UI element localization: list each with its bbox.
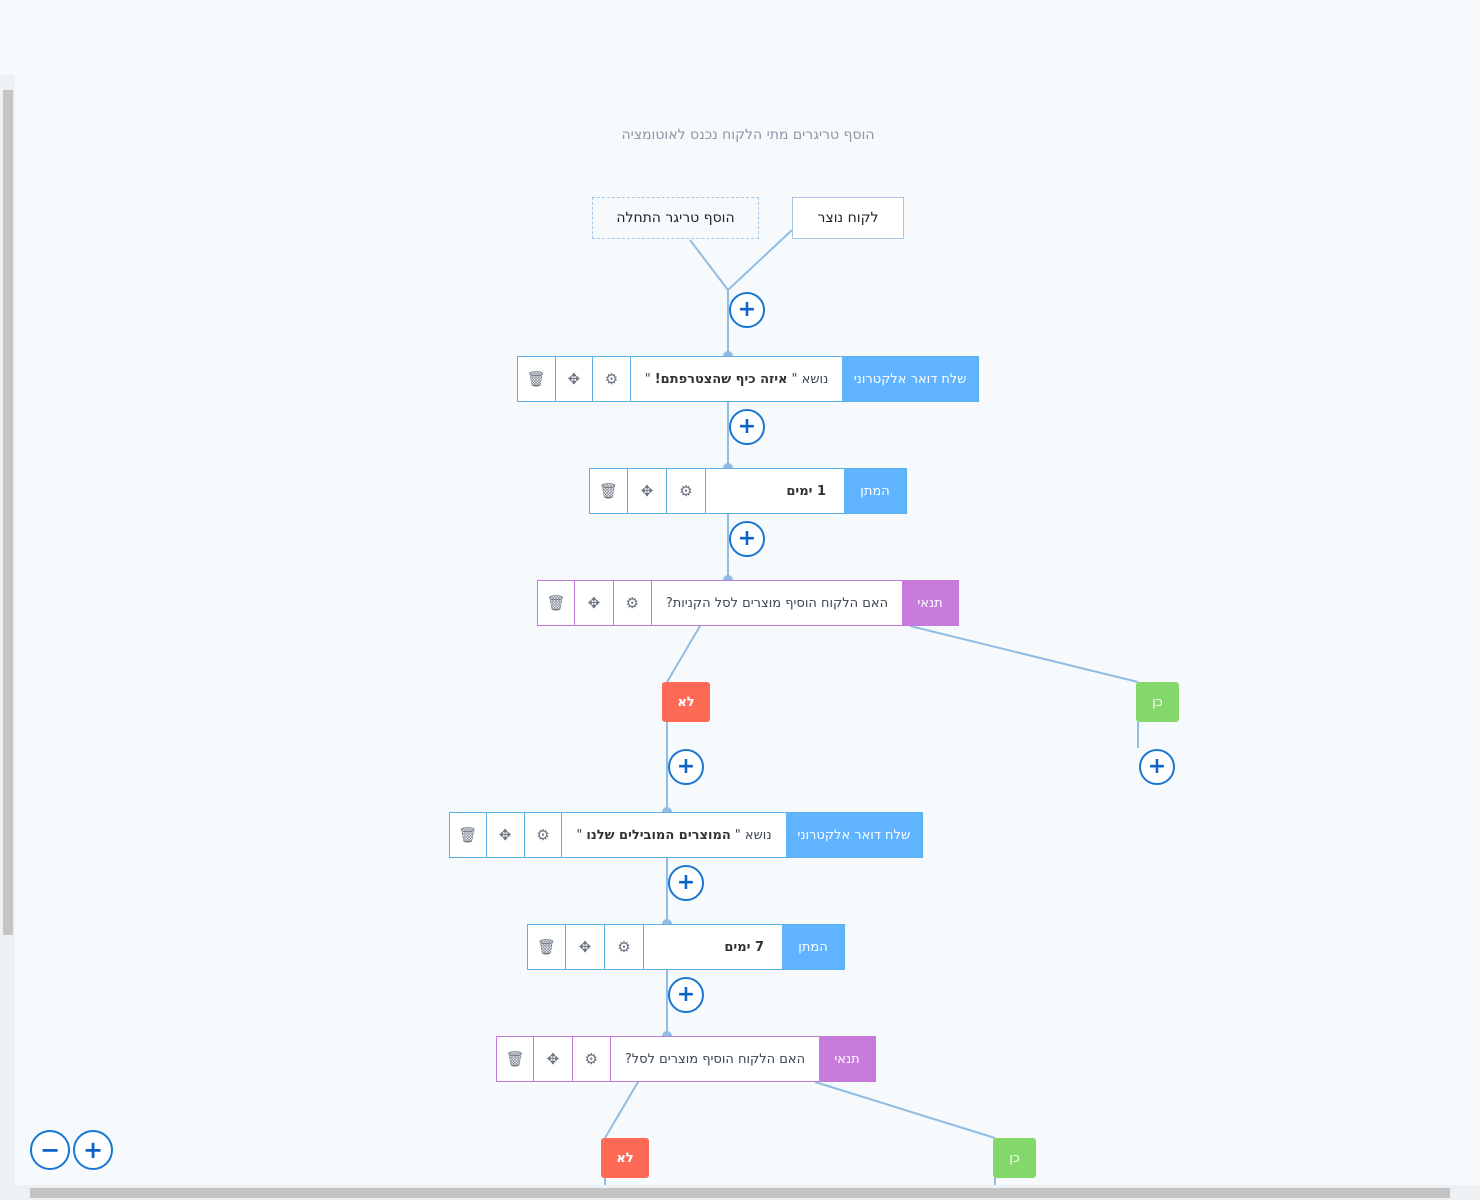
horizontal-scroll-thumb[interactable] <box>30 1188 1450 1198</box>
branch-no-label: לא <box>662 682 710 722</box>
gear-icon[interactable]: ⚙ <box>572 1037 611 1081</box>
vertical-scroll-thumb[interactable] <box>3 90 13 935</box>
add-start-trigger-button[interactable]: הוסף טריגר התחלה <box>592 197 759 239</box>
gear-icon[interactable]: ⚙ <box>605 925 644 969</box>
step-condition[interactable]: 🗑 ✥ ⚙ האם הלקוח הוסיף מוצרים לסל? תנאי <box>496 1036 876 1082</box>
gear-icon[interactable]: ⚙ <box>524 813 563 857</box>
move-icon[interactable]: ✥ <box>575 581 614 625</box>
trash-icon[interactable]: 🗑 <box>590 469 628 513</box>
step-wait[interactable]: 🗑 ✥ ⚙ 1 ימים המתן <box>589 468 907 514</box>
subject-prefix: נושא " <box>791 371 829 387</box>
step-send-email[interactable]: 🗑 ✥ ⚙ נושא "איזה כיף שהצטרפתם!" שלח דואר… <box>517 356 979 402</box>
branch-yes-label: כן <box>1136 682 1179 722</box>
trash-icon[interactable]: 🗑 <box>518 357 556 401</box>
step-send-email[interactable]: 🗑 ✥ ⚙ נושא "המוצרים המובילים שלנו" שלח ד… <box>449 812 923 858</box>
trigger-hint: הוסף טריגרים מתי הלקוח נכנס לאוטומציה <box>621 127 875 143</box>
step-type-label: תנאי <box>819 1037 876 1081</box>
condition-text: האם הלקוח הוסיף מוצרים לסל הקניות? <box>651 581 903 625</box>
step-type-label: המתן <box>844 469 906 513</box>
move-icon[interactable]: ✥ <box>566 925 605 969</box>
move-icon[interactable]: ✥ <box>534 1037 573 1081</box>
move-icon[interactable]: ✥ <box>628 469 667 513</box>
move-icon[interactable]: ✥ <box>486 813 525 857</box>
move-icon[interactable]: ✥ <box>555 357 594 401</box>
wait-duration: 1 ימים <box>786 483 826 499</box>
step-content: 7 ימים <box>644 925 782 969</box>
trigger-customer-created[interactable]: לקוח נוצר <box>792 197 904 239</box>
trash-icon[interactable]: 🗑 <box>528 925 566 969</box>
trash-icon[interactable]: 🗑 <box>450 813 487 857</box>
step-type-label: תנאי <box>902 581 958 625</box>
top-bar <box>0 0 1480 75</box>
email-subject: המוצרים המובילים שלנו <box>586 827 731 843</box>
step-condition[interactable]: 🗑 ✥ ⚙ האם הלקוח הוסיף מוצרים לסל הקניות?… <box>537 580 959 626</box>
gear-icon[interactable]: ⚙ <box>667 469 706 513</box>
add-step-button[interactable]: + <box>668 749 704 785</box>
condition-text: האם הלקוח הוסיף מוצרים לסל? <box>610 1037 820 1081</box>
step-content: נושא "המוצרים המובילים שלנו" <box>562 813 786 857</box>
add-step-button[interactable]: + <box>729 521 765 557</box>
subject-suffix: " <box>576 827 583 843</box>
add-step-button[interactable]: + <box>1139 749 1175 785</box>
step-type-label: המתן <box>782 925 844 969</box>
wait-duration: 7 ימים <box>724 939 764 955</box>
trash-icon[interactable]: 🗑 <box>497 1037 535 1081</box>
zoom-in-button[interactable]: + <box>73 1130 113 1170</box>
branch-yes-label: כן <box>993 1138 1036 1178</box>
add-step-button[interactable]: + <box>729 409 765 445</box>
zoom-out-button[interactable]: − <box>30 1130 70 1170</box>
add-step-button[interactable]: + <box>668 865 704 901</box>
step-type-label: שלח דואר אלקטרוני <box>842 357 978 401</box>
subject-prefix: נושא " <box>734 827 772 843</box>
subject-suffix: " <box>644 371 651 387</box>
step-type-label: שלח דואר אלקטרוני <box>785 813 923 857</box>
email-subject: איזה כיף שהצטרפתם! <box>654 371 788 387</box>
gear-icon[interactable]: ⚙ <box>593 357 631 401</box>
step-content: נושא "איזה כיף שהצטרפתם!" <box>630 357 843 401</box>
add-step-button[interactable]: + <box>729 292 765 328</box>
add-step-button[interactable]: + <box>668 977 704 1013</box>
branch-no-label: לא <box>601 1138 649 1178</box>
step-content: 1 ימים <box>706 469 844 513</box>
step-wait[interactable]: 🗑 ✥ ⚙ 7 ימים המתן <box>527 924 845 970</box>
trash-icon[interactable]: 🗑 <box>538 581 576 625</box>
horizontal-scrollbar[interactable] <box>0 1185 1480 1200</box>
gear-icon[interactable]: ⚙ <box>613 581 652 625</box>
vertical-scrollbar[interactable] <box>0 75 15 1185</box>
